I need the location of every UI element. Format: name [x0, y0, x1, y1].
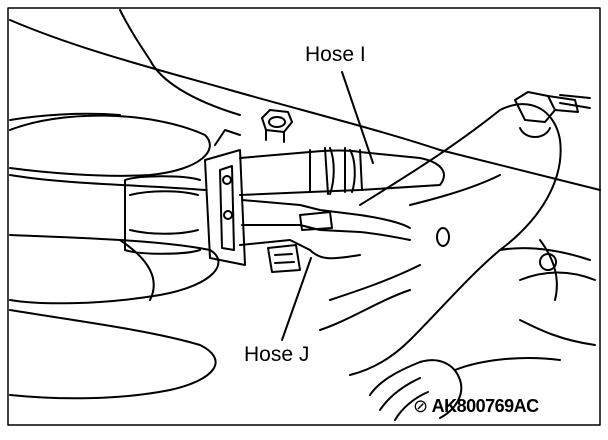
strut-body: [124, 175, 201, 255]
upper-body-panel: [9, 19, 601, 191]
coil-spring: [9, 114, 220, 400]
figure-border: [7, 7, 601, 426]
hose-i-label: Hose I: [305, 43, 366, 66]
view-direction-icon: ⊘: [413, 396, 428, 416]
reference-code: ⊘ AK800769AC: [413, 397, 539, 415]
cv-boot: [369, 357, 561, 421]
hose-i-line: [239, 147, 445, 196]
hose-bracket: [204, 129, 246, 266]
hose-j-line: [239, 199, 411, 273]
hose-i-leader: [341, 71, 374, 164]
reference-code-text: AK800769AC: [431, 396, 540, 416]
lower-control-arm: [319, 103, 562, 376]
hose-j-leader: [281, 257, 312, 341]
hose-j-label: Hose J: [244, 343, 310, 366]
ball-joint-nut: [514, 91, 591, 138]
bracket-bolt: [261, 109, 293, 143]
